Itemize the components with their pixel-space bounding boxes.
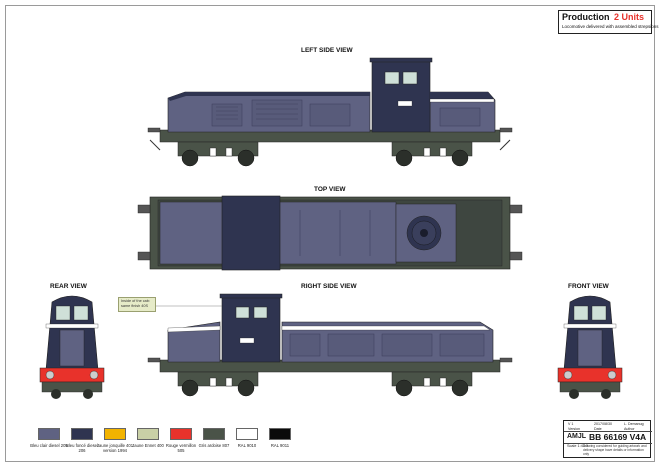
title-block-divider xyxy=(564,443,652,444)
swatch-name: Bleu foncé diesel 206 xyxy=(66,443,98,453)
production-title-box: Production 2 Units Locomotive delivered … xyxy=(558,10,659,34)
units-label: 2 Units xyxy=(614,12,645,22)
date-value: 2017/08/30 xyxy=(594,422,612,426)
right-side-locomotive xyxy=(147,293,513,397)
date-label: Date xyxy=(594,427,602,431)
left-side-view-label: LEFT SIDE VIEW xyxy=(301,47,353,54)
swatch-color xyxy=(137,428,159,440)
palette-swatch: Jaune jonquille 401 version 1994 xyxy=(96,428,134,453)
swatch-name: Rouge vermillon 505 xyxy=(165,443,197,453)
swatch-name: Gris ardoise 807 xyxy=(198,443,230,448)
revision-value: V 1 xyxy=(568,422,574,426)
swatch-color xyxy=(104,428,126,440)
swatch-color xyxy=(71,428,93,440)
palette-swatch: Gris ardoise 807 xyxy=(195,428,233,448)
drawing-sheet-border xyxy=(5,5,655,462)
swatch-color xyxy=(38,428,60,440)
front-view-label: FRONT VIEW xyxy=(568,283,609,290)
title-block-divider xyxy=(564,431,652,432)
author-value: L. Demanug xyxy=(624,422,644,426)
swatch-name: Jaune Ennet 400 xyxy=(132,443,164,448)
left-side-locomotive xyxy=(147,57,513,167)
author-label: Author xyxy=(624,427,635,431)
top-locomotive xyxy=(137,195,523,271)
revision-label: Version xyxy=(568,427,580,431)
scale-value: Scale 1:43.5 xyxy=(567,444,589,448)
swatch-color xyxy=(170,428,192,440)
palette-swatch: Bleu foncé diesel 206 xyxy=(63,428,101,453)
front-locomotive xyxy=(557,295,623,399)
swatch-color xyxy=(269,428,291,440)
palette-swatch: Rouge vermillon 505 xyxy=(162,428,200,453)
rear-view-label: REAR VIEW xyxy=(50,283,87,290)
palette-swatch: RAL 9011 xyxy=(261,428,299,448)
brand-mark: AMJL xyxy=(567,433,587,440)
palette-swatch: RAL 9010 xyxy=(228,428,266,448)
cab-interior-callout: Inside of the cab: same finish 40S xyxy=(118,297,156,312)
swatch-name: Bleu clair diesel 205 xyxy=(30,443,68,448)
swatch-color xyxy=(203,428,225,440)
swatch-name: Jaune jonquille 401 version 1994 xyxy=(96,443,134,453)
palette-swatch: Bleu clair diesel 205 xyxy=(30,428,68,448)
drawing-note: Drawing considered for guiding artwork a… xyxy=(583,444,647,456)
swatch-name: RAL 9010 xyxy=(237,443,257,448)
swatch-name: RAL 9011 xyxy=(270,443,290,448)
palette-swatch: Jaune Ennet 400 xyxy=(129,428,167,448)
right-side-view-label: RIGHT SIDE VIEW xyxy=(301,283,357,290)
swatch-color xyxy=(236,428,258,440)
production-label: Production xyxy=(562,12,610,22)
model-number: BB 66169 V4A xyxy=(589,432,647,442)
top-view-label: TOP VIEW xyxy=(314,186,346,193)
delivery-note: Locomotive delivered with assembled stre… xyxy=(562,24,659,29)
title-block: V 1 2017/08/30 L. Demanug Version Date A… xyxy=(563,420,652,458)
rear-locomotive xyxy=(39,295,105,399)
